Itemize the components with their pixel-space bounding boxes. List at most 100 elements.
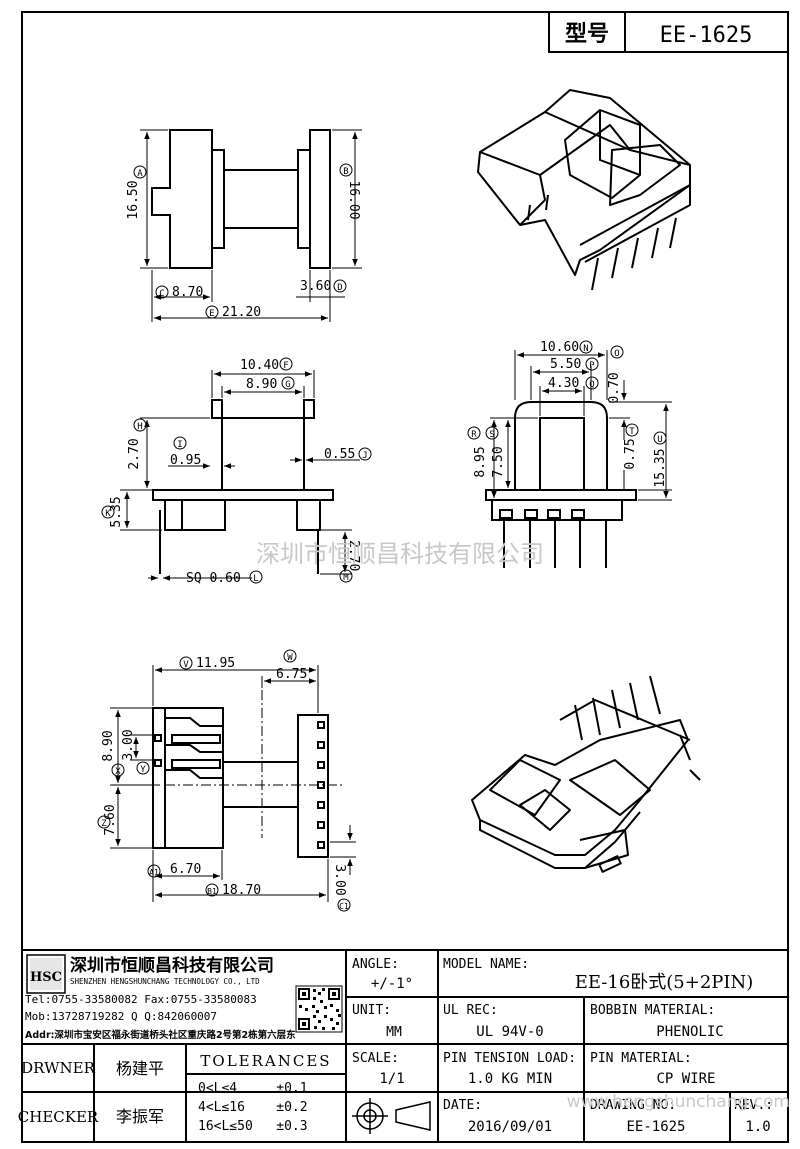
svg-text:B: B	[343, 167, 348, 177]
view3-labels: 10.40 F 8.90 G 2.70 H I 0.95 0.55 J K 5.…	[101, 357, 372, 586]
svg-text:N: N	[583, 344, 588, 354]
dim-Q-value: 4.30	[548, 376, 579, 391]
watermark-center: 深圳市恒顺昌科技有限公司	[256, 540, 544, 568]
view1-labels: 16.50 A 16.00 B C 8.70 3.60 D E 21.20	[126, 163, 361, 320]
dim-E-marker	[205, 305, 219, 319]
svg-text:C: C	[159, 289, 164, 299]
unit-value: MM	[386, 1025, 402, 1040]
checker-name: 李振军	[116, 1107, 164, 1126]
svg-text:V: V	[183, 660, 189, 670]
dim-B-marker	[339, 163, 353, 177]
view3-dims	[120, 370, 360, 581]
dim-S-value: 7.50	[491, 446, 506, 477]
svg-text:P: P	[589, 361, 595, 371]
svg-text:R: R	[471, 430, 477, 440]
tolerances-label: TOLERANCES	[200, 1052, 331, 1070]
tolerance-row-3: 16<L≤50 ±0.3	[198, 1119, 308, 1134]
svg-text:B1: B1	[207, 887, 217, 896]
dim-P-value: 5.50	[550, 357, 581, 372]
svg-text:Y: Y	[140, 765, 146, 775]
svg-text:F: F	[283, 361, 288, 371]
svg-text:E: E	[209, 309, 214, 319]
dim-X-value: 8.90	[101, 730, 116, 761]
bobbin-material-label: BOBBIN MATERIAL:	[590, 1003, 715, 1018]
company-logo: HSC	[26, 954, 66, 994]
svg-text:W: W	[287, 653, 293, 663]
dim-K-value: 5.35	[109, 496, 124, 527]
svg-text:D: D	[337, 283, 342, 293]
dim-D-marker	[333, 279, 347, 293]
svg-text:I: I	[177, 440, 182, 450]
drawner-name: 杨建平	[116, 1059, 164, 1078]
unit-label: UNIT:	[352, 1003, 391, 1018]
rev-value: 1.0	[745, 1119, 770, 1135]
rev-label: REV.:	[734, 1098, 773, 1113]
projection-symbol-icon	[352, 1098, 431, 1134]
svg-text:C1: C1	[339, 902, 349, 911]
view1-dims	[140, 129, 362, 322]
svg-text:K: K	[105, 509, 111, 519]
svg-text:X: X	[115, 767, 121, 777]
svg-text:J: J	[362, 451, 367, 461]
view-plan-lower-left	[152, 707, 329, 858]
tolerance-row-1: 0<L≤4 ±0.1	[198, 1081, 308, 1096]
model-name-value: EE-16卧式(5+2PIN)	[575, 972, 754, 993]
company-tel: Tel:0755-33580082 Fax:0755-33580083	[25, 993, 257, 1006]
ul-rec-label: UL REC:	[443, 1003, 498, 1018]
sheet-border	[21, 11, 789, 1143]
dim-A1-value: 6.70	[170, 862, 201, 877]
view5-labels: V 11.95 W 6.75 8.90 X 3.00 Y Z 7.60 A1 6…	[97, 649, 351, 912]
svg-text:A1: A1	[149, 868, 159, 877]
model-name-label: MODEL NAME:	[443, 957, 529, 972]
view-iso-top-right	[477, 89, 691, 291]
dim-N-value: 10.60	[540, 340, 579, 355]
view-end-middle-right	[485, 401, 637, 568]
scale-value: 1/1	[379, 1071, 404, 1087]
dim-R-value: 8.95	[473, 446, 488, 477]
dim-A-value: 16.50	[126, 180, 141, 219]
view-side-top-left	[151, 129, 331, 269]
view-iso-lower-right	[471, 675, 701, 873]
dim-W-value: 6.75	[276, 667, 307, 682]
dim-L-value: SQ 0.60	[186, 571, 241, 586]
drawing-no-value: EE-1625	[626, 1119, 685, 1135]
dim-V-value: 11.95	[196, 656, 235, 671]
view4-labels: 10.60 N 5.50 P 4.30 Q O 0.70 T 0.75 U 15…	[467, 340, 668, 488]
title-block	[22, 949, 788, 1142]
svg-text:H: H	[137, 422, 142, 432]
bobbin-material-value: PHENOLIC	[656, 1024, 723, 1040]
drawner-label: DRWNER	[21, 1059, 95, 1077]
company-name-cn: 深圳市恒顺昌科技有限公司	[70, 955, 274, 976]
svg-text:T: T	[629, 427, 635, 437]
pin-tension-value: 1.0 KG MIN	[468, 1071, 552, 1087]
svg-text:Q: Q	[589, 380, 594, 390]
pin-tension-label: PIN TENSION LOAD:	[443, 1051, 576, 1066]
svg-text:O: O	[614, 349, 619, 359]
scale-label: SCALE:	[352, 1051, 399, 1066]
dim-C1-value: 3.00	[332, 864, 347, 895]
view-front-middle-left	[152, 399, 334, 574]
logo-letters: HSC	[30, 970, 62, 985]
dim-H-value: 2.70	[127, 438, 142, 469]
svg-text:L: L	[253, 574, 258, 584]
angle-value: +/-1°	[371, 976, 413, 992]
svg-text:S: S	[489, 430, 494, 440]
svg-text:A: A	[137, 169, 143, 179]
dim-I-value: 0.95	[170, 453, 201, 468]
svg-text:G: G	[285, 380, 290, 390]
svg-text:M: M	[343, 573, 349, 583]
ul-rec-value: UL 94V-0	[476, 1024, 543, 1040]
dim-D-value: 3.60	[300, 279, 331, 294]
svg-text:Z: Z	[101, 819, 107, 829]
dim-G-value: 8.90	[246, 377, 277, 392]
dim-Z-value: 7.60	[103, 804, 118, 835]
dim-U-value: 15.35	[653, 448, 668, 487]
pin-material-label: PIN MATERIAL:	[590, 1051, 692, 1066]
dim-O-value: 0.70	[607, 372, 622, 403]
dim-T-value: 0.75	[623, 438, 638, 469]
company-name-en: SHENZHEN HENGSHUNCHANG TECHNOLOGY CO., L…	[70, 977, 260, 986]
dim-B1-value: 18.70	[222, 883, 261, 898]
dim-C-value: 8.70	[172, 285, 203, 300]
model-label: 型号	[565, 22, 609, 47]
dim-M-value: 2.70	[346, 540, 361, 571]
